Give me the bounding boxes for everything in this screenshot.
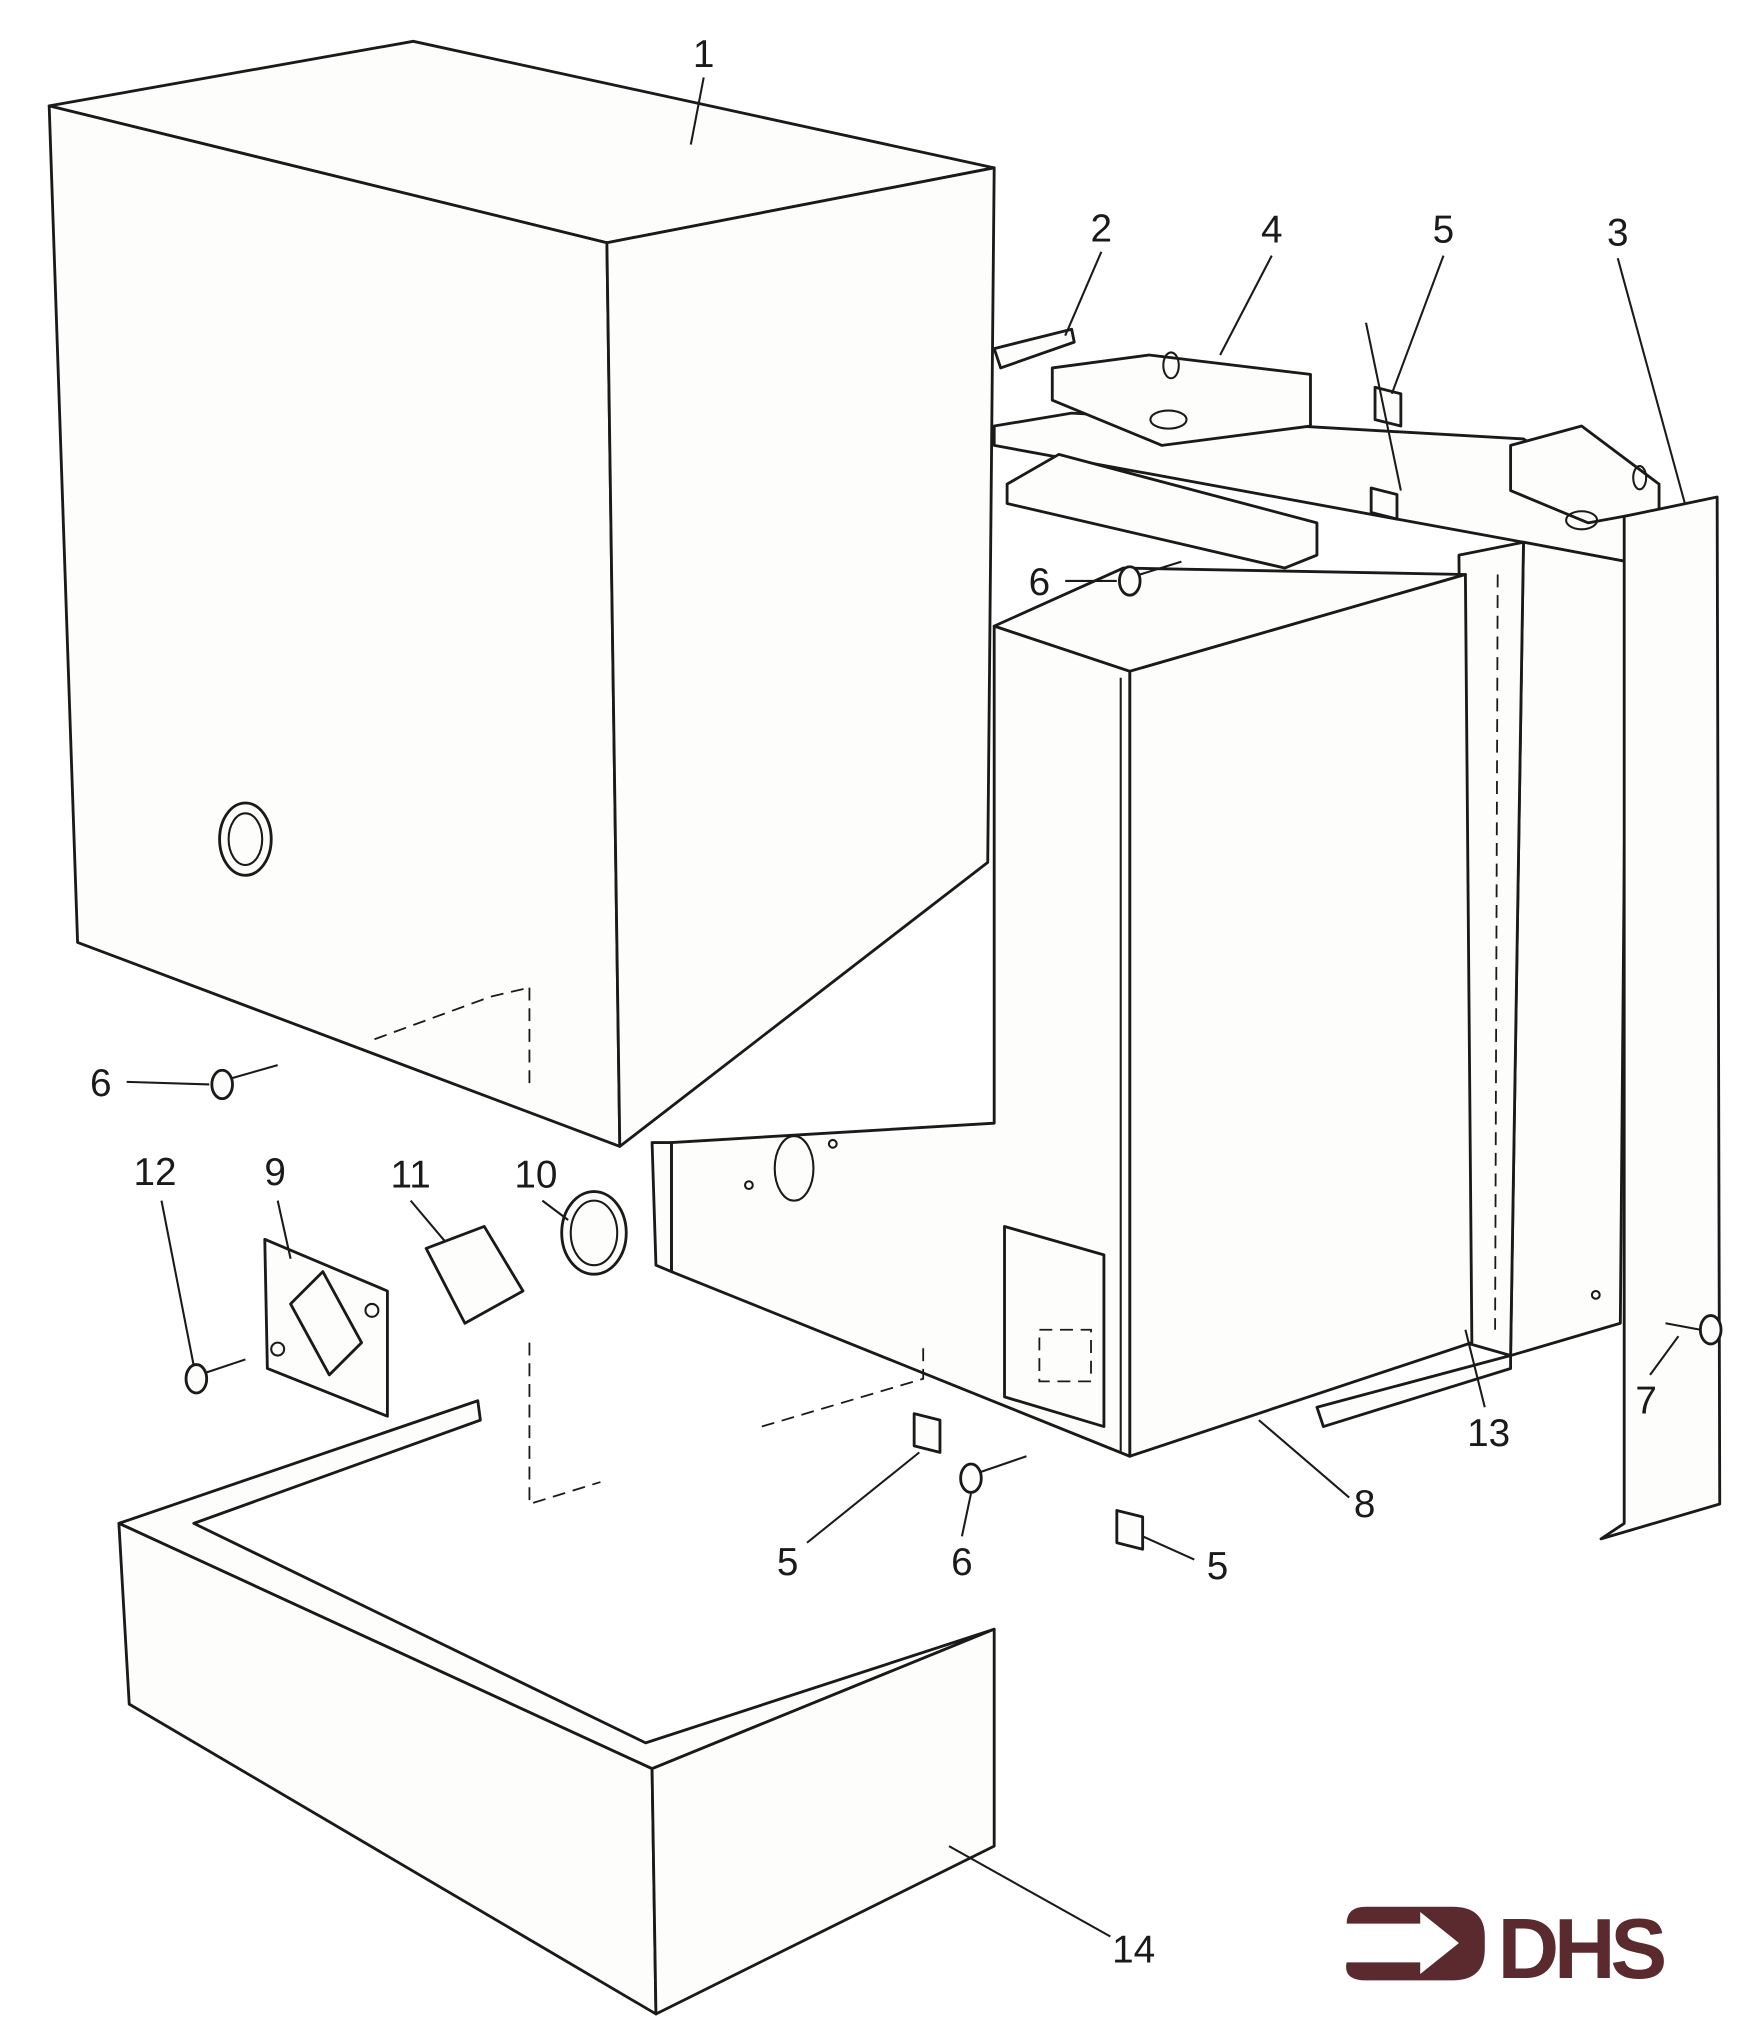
front-cover-1 (47, 39, 996, 1148)
callout-4: 4 (1261, 209, 1283, 252)
callout-11: 11 (391, 1154, 431, 1197)
callout-8: 8 (1354, 1483, 1376, 1526)
chassis-back-frame (992, 411, 1635, 1428)
appliance-body-8 (650, 566, 1474, 1458)
grommet-10 (560, 1190, 628, 1276)
leader-lines (126, 77, 1686, 1938)
callout-12: 12 (133, 1151, 176, 1194)
base-tray-14 (117, 1342, 996, 2016)
screws (184, 560, 1723, 1494)
mounting-bracket-4 (1050, 351, 1661, 531)
callout-1: 1 (693, 33, 715, 76)
callout-10: 10 (514, 1154, 557, 1197)
logo-text: DHS (1498, 1902, 1665, 1997)
label-11 (424, 1225, 525, 1325)
callout-5: 5 (1207, 1545, 1229, 1588)
control-plate-9 (263, 1237, 389, 1418)
callout-13: 13 (1467, 1412, 1510, 1455)
side-panel-3 (1590, 495, 1722, 1541)
dhs-logo: DHS (1346, 1902, 1670, 1997)
callout-3: 3 (1607, 211, 1629, 254)
callout-14: 14 (1112, 1928, 1155, 1971)
mounting-bracket-2 (992, 327, 1076, 370)
callout-6: 6 (1029, 561, 1051, 604)
callout-6: 6 (90, 1062, 112, 1105)
callout-2: 2 (1091, 207, 1113, 250)
callout-5: 5 (1433, 209, 1455, 252)
callout-9: 9 (264, 1151, 286, 1194)
mounting-bracket-front (1005, 453, 1319, 570)
callout-5: 5 (777, 1541, 799, 1584)
callout-6: 6 (951, 1541, 973, 1584)
callout-7: 7 (1635, 1380, 1657, 1423)
